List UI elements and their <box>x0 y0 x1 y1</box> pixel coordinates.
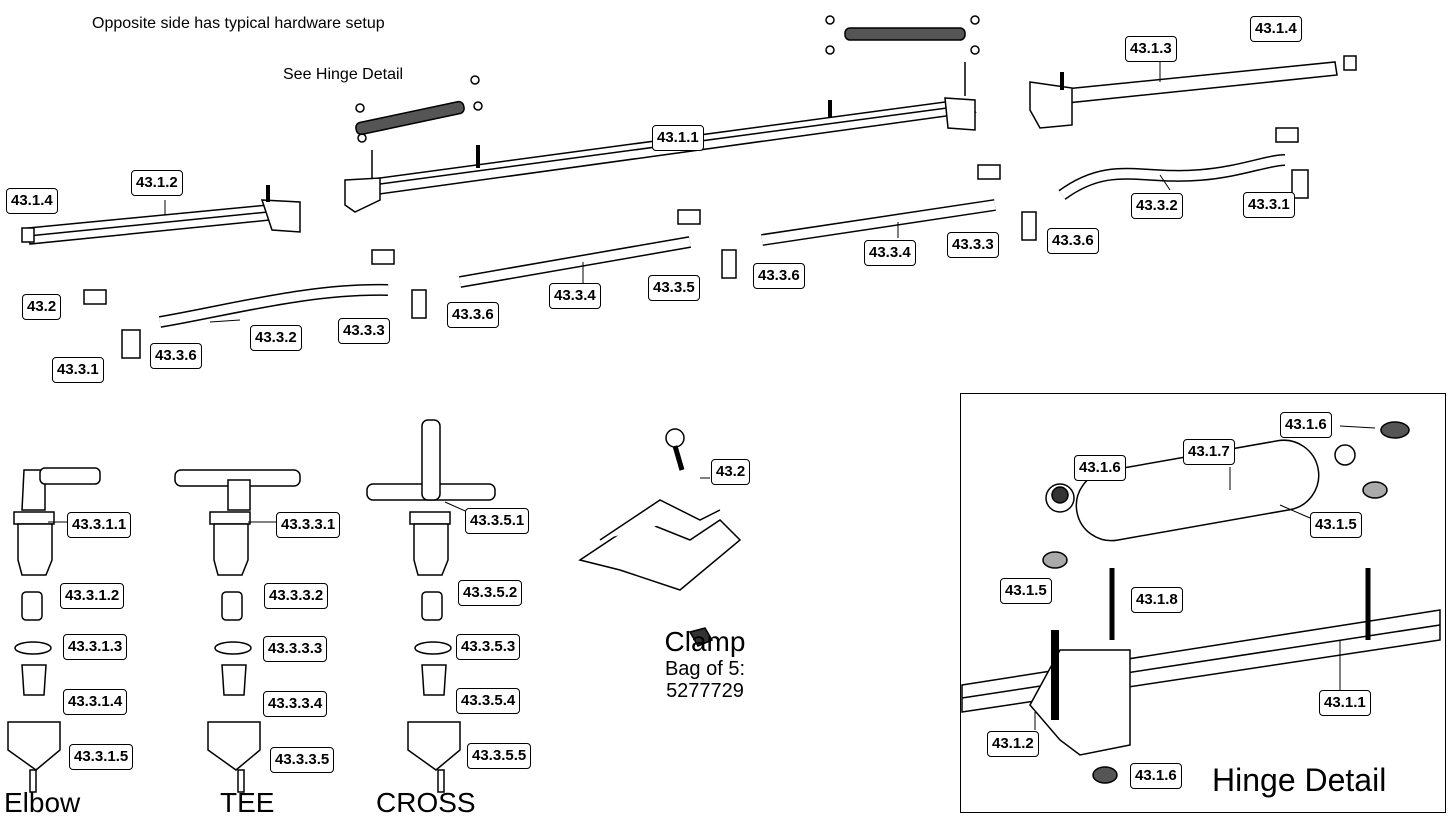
callout-43-3-6-a: 43.3.6 <box>150 343 202 369</box>
hinge-callout-43-1-6-left: 43.1.6 <box>1074 455 1126 481</box>
tee-part-1: 43.3.3.1 <box>276 512 341 538</box>
elbow-part-4: 43.3.1.4 <box>63 689 128 715</box>
hose-mid-right <box>761 199 996 246</box>
cross-part-2: 43.3.5.2 <box>458 580 523 606</box>
cross-part-3: 43.3.5.3 <box>456 634 521 660</box>
callout-43-3-3-right: 43.3.3 <box>947 232 999 258</box>
spring-top <box>825 15 980 55</box>
callout-43-3-2-right: 43.3.2 <box>1131 193 1183 219</box>
tee-part-3: 43.3.3.3 <box>263 636 328 662</box>
opposite-side-note: Opposite side has typical hardware setup <box>92 15 385 32</box>
hinge-callout-43-1-6-top: 43.1.6 <box>1280 412 1332 438</box>
spring-left <box>355 75 483 143</box>
callout-43-1-1: 43.1.1 <box>652 125 704 151</box>
hinge-callout-43-1-1: 43.1.1 <box>1319 690 1371 716</box>
tee-part-5: 43.3.3.5 <box>270 747 335 773</box>
hinge-callout-43-1-5-left: 43.1.5 <box>1000 578 1052 604</box>
fittings-top <box>83 127 1309 359</box>
hinge-callout-43-1-6-bottom: 43.1.6 <box>1130 763 1182 789</box>
callout-43-1-2-left: 43.1.2 <box>131 170 183 196</box>
callout-43-3-1-right: 43.3.1 <box>1243 192 1295 218</box>
clamp-caption: Clamp Bag of 5: 5277729 <box>640 626 770 702</box>
clamp-bag-line: Bag of 5: <box>664 658 746 680</box>
hinge-drawing <box>961 421 1441 784</box>
callout-43-3-2-left: 43.3.2 <box>250 325 302 351</box>
cross-part-4: 43.3.5.4 <box>456 688 521 714</box>
callout-43-3-5: 43.3.5 <box>648 275 700 301</box>
hose-mid-left <box>458 236 692 288</box>
tee-part-2: 43.3.3.2 <box>264 583 329 609</box>
leader-lines <box>48 60 1376 730</box>
callout-43-3-4-right: 43.3.4 <box>864 240 916 266</box>
clamp-drawing <box>578 428 742 647</box>
left-bar <box>21 185 301 245</box>
callout-43-2-top: 43.2 <box>22 294 62 320</box>
see-hinge-note: See Hinge Detail <box>283 66 404 83</box>
clamp-title: Clamp <box>664 626 746 657</box>
hinge-callout-43-1-5-right: 43.1.5 <box>1310 512 1362 538</box>
hinge-title: Hinge Detail <box>1212 762 1387 798</box>
hinge-callout-43-1-8: 43.1.8 <box>1131 587 1183 613</box>
elbow-part-5: 43.3.1.5 <box>69 744 134 770</box>
tee-fitting <box>174 469 301 793</box>
callout-43-3-6-c: 43.3.6 <box>753 263 805 289</box>
callout-43-1-4-left: 43.1.4 <box>6 188 58 214</box>
callout-43-1-3: 43.1.3 <box>1125 36 1177 62</box>
hinge-detail-frame <box>960 393 1446 813</box>
elbow-title: Elbow <box>4 787 81 818</box>
tee-title: TEE <box>220 787 275 818</box>
elbow-fitting <box>7 467 101 793</box>
cross-part-1: 43.3.5.1 <box>465 508 530 534</box>
cross-part-5: 43.3.5.5 <box>467 743 532 769</box>
clamp-part-number: 5277729 <box>666 680 744 702</box>
hose-left <box>158 283 389 328</box>
cross-title: CROSS <box>376 787 476 818</box>
hinge-callout-43-1-7: 43.1.7 <box>1183 439 1235 465</box>
callout-43-3-3-left: 43.3.3 <box>338 318 390 344</box>
tee-part-4: 43.3.3.4 <box>263 691 328 717</box>
hose-right <box>1058 154 1286 200</box>
elbow-part-1: 43.3.1.1 <box>67 512 132 538</box>
elbow-part-3: 43.3.1.3 <box>63 634 128 660</box>
callout-43-3-6-b: 43.3.6 <box>447 302 499 328</box>
hinge-callout-43-1-2: 43.1.2 <box>987 731 1039 757</box>
callout-43-3-6-d: 43.3.6 <box>1047 228 1099 254</box>
clamp-callout: 43.2 <box>711 459 751 485</box>
elbow-part-2: 43.3.1.2 <box>60 583 125 609</box>
right-bar <box>1029 55 1357 129</box>
cross-fitting <box>366 419 496 793</box>
callout-43-3-1-left: 43.3.1 <box>52 357 104 383</box>
callout-43-3-4-left: 43.3.4 <box>549 283 601 309</box>
callout-43-1-4-right: 43.1.4 <box>1250 16 1302 42</box>
